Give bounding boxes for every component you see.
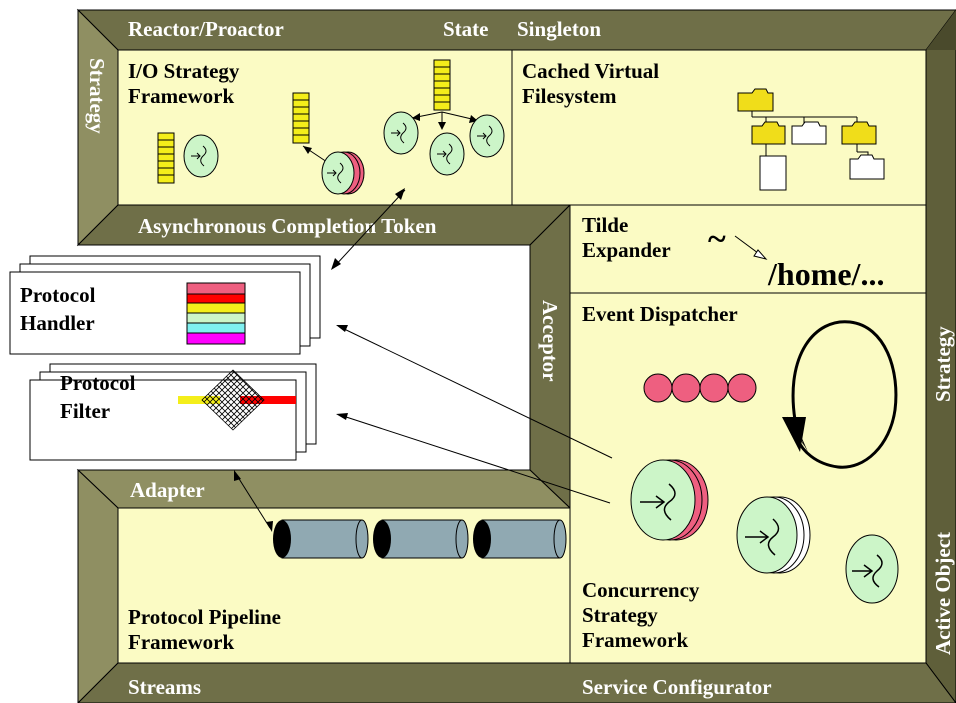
label-streams: Streams xyxy=(128,675,201,699)
label-acceptor: Acceptor xyxy=(538,300,562,382)
event-loop-arrow xyxy=(791,320,898,469)
io-strategy-content: I/O Strategy Framework xyxy=(128,59,505,195)
pipe-icon xyxy=(473,519,567,559)
label-singleton: Singleton xyxy=(517,17,601,41)
panel-tilde-expander xyxy=(569,204,927,294)
event-dispatcher-label: Event Dispatcher xyxy=(582,302,738,326)
label-act: Asynchronous Completion Token xyxy=(138,214,437,238)
label-state: State xyxy=(443,17,489,41)
message-queue-icon xyxy=(433,59,451,111)
folder-icon xyxy=(849,154,885,180)
cached-vfs-label: Cached Virtual Filesystem xyxy=(522,59,664,108)
protocol-stack-icon xyxy=(186,282,246,345)
event-queue-icon xyxy=(643,373,757,403)
frame-lower-left xyxy=(77,468,119,703)
thread-icon xyxy=(469,114,505,158)
folder-icon xyxy=(791,121,827,145)
protocol-handler-label: Protocol Handler xyxy=(20,283,101,335)
cached-vfs-content: Cached Virtual Filesystem xyxy=(522,59,885,191)
label-service-configurator: Service Configurator xyxy=(582,675,772,699)
concurrency-content: Concurrency Strategy Framework xyxy=(582,459,899,652)
filter-icon xyxy=(178,369,296,431)
label-adapter: Adapter xyxy=(130,478,205,502)
pattern-labels: Reactor/Proactor State Singleton Strateg… xyxy=(85,17,955,699)
frame-corner-top-right xyxy=(926,10,956,50)
event-dispatcher-content: Event Dispatcher xyxy=(582,302,898,469)
thread-icon xyxy=(383,111,419,155)
thread-pool-icon xyxy=(321,151,365,195)
outer-frame xyxy=(76,8,956,703)
protocol-handler-card: Protocol Handler xyxy=(9,255,321,355)
thread-pool-icon xyxy=(736,496,811,574)
label-strategy-right: Strategy xyxy=(931,326,955,402)
label-active-object: Active Object xyxy=(931,532,955,655)
frame-bottom xyxy=(77,662,956,703)
folder-icon xyxy=(751,121,786,145)
pipe-icon xyxy=(373,519,469,559)
home-path: /home/... xyxy=(767,256,884,292)
label-reactor-proactor: Reactor/Proactor xyxy=(128,17,284,41)
protocol-filter-label: Protocol Filter xyxy=(60,371,141,423)
thread-icon xyxy=(183,134,219,178)
folder-icon xyxy=(737,88,774,112)
tilde-expander-label: Tilde Expander xyxy=(582,213,671,262)
folder-icon xyxy=(841,121,877,145)
concurrency-label: Concurrency Strategy Framework xyxy=(582,578,705,652)
event-loop-arrowhead xyxy=(782,417,806,452)
protocol-pipeline-content: Protocol Pipeline Framework xyxy=(128,519,567,654)
message-queue-icon xyxy=(157,132,175,184)
connector-arrows xyxy=(234,188,613,532)
thread-pool-icon xyxy=(630,459,709,541)
protocol-filter-card: Protocol Filter xyxy=(29,363,317,461)
thread-icon xyxy=(845,534,899,604)
message-queue-icon xyxy=(292,92,310,144)
io-strategy-label: I/O Strategy Framework xyxy=(128,59,245,108)
protocol-pipeline-label: Protocol Pipeline Framework xyxy=(128,605,286,654)
thread-icon xyxy=(429,132,465,176)
label-strategy-left: Strategy xyxy=(85,58,109,134)
tilde-symbol: ~ xyxy=(708,221,726,258)
pipe-icon xyxy=(273,519,369,559)
file-icon xyxy=(759,155,787,191)
tilde-expander-content: Tilde Expander ~ /home/... xyxy=(582,213,884,292)
